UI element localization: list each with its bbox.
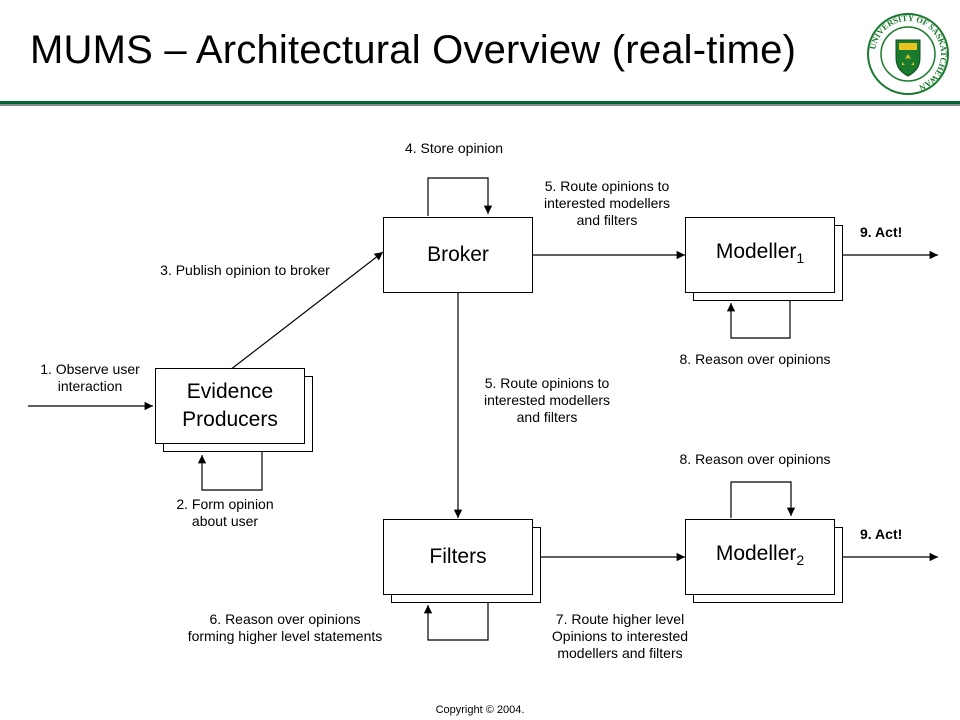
title-rule (0, 101, 960, 104)
modeller2-label: Modeller2 (715, 541, 805, 569)
broker-box: Broker (383, 217, 533, 293)
modeller1-box: Modeller1 (685, 217, 835, 293)
filters-label: Filters (429, 545, 487, 568)
copyright: Copyright © 2004. (435, 704, 525, 716)
store-loop-arrow (427, 177, 493, 216)
title-rule-shadow (0, 104, 960, 106)
filters-box: Filters (383, 519, 533, 595)
publish-arrow (229, 251, 384, 371)
reason-modeller1-label: 8. Reason over opinions (679, 351, 831, 367)
evidence-loop-arrow (197, 446, 263, 491)
modeller2-box: Modeller2 (685, 519, 835, 595)
act-label-1: 9. Act! (860, 224, 903, 240)
page-title: MUMS – Architectural Overview (real-time… (30, 28, 797, 72)
filters-loop-arrow (423, 602, 489, 641)
modeller1-loop-arrow (726, 300, 791, 339)
store-opinion-label: 4. Store opinion (404, 140, 504, 156)
broker-label: Broker (427, 243, 489, 266)
modeller1-label: Modeller1 (715, 239, 805, 267)
act-label-2: 9. Act! (860, 526, 903, 542)
evidence-loop-arrow (202, 446, 262, 490)
modeller2-loop-arrow (730, 481, 796, 518)
reason-modeller2-label: 8. Reason over opinions (679, 451, 831, 467)
publish-opinion-label: 3. Publish opinion to broker (160, 262, 330, 278)
university-crest-logo: UNIVERSITY OF SASKATCHEWAN (867, 13, 949, 95)
